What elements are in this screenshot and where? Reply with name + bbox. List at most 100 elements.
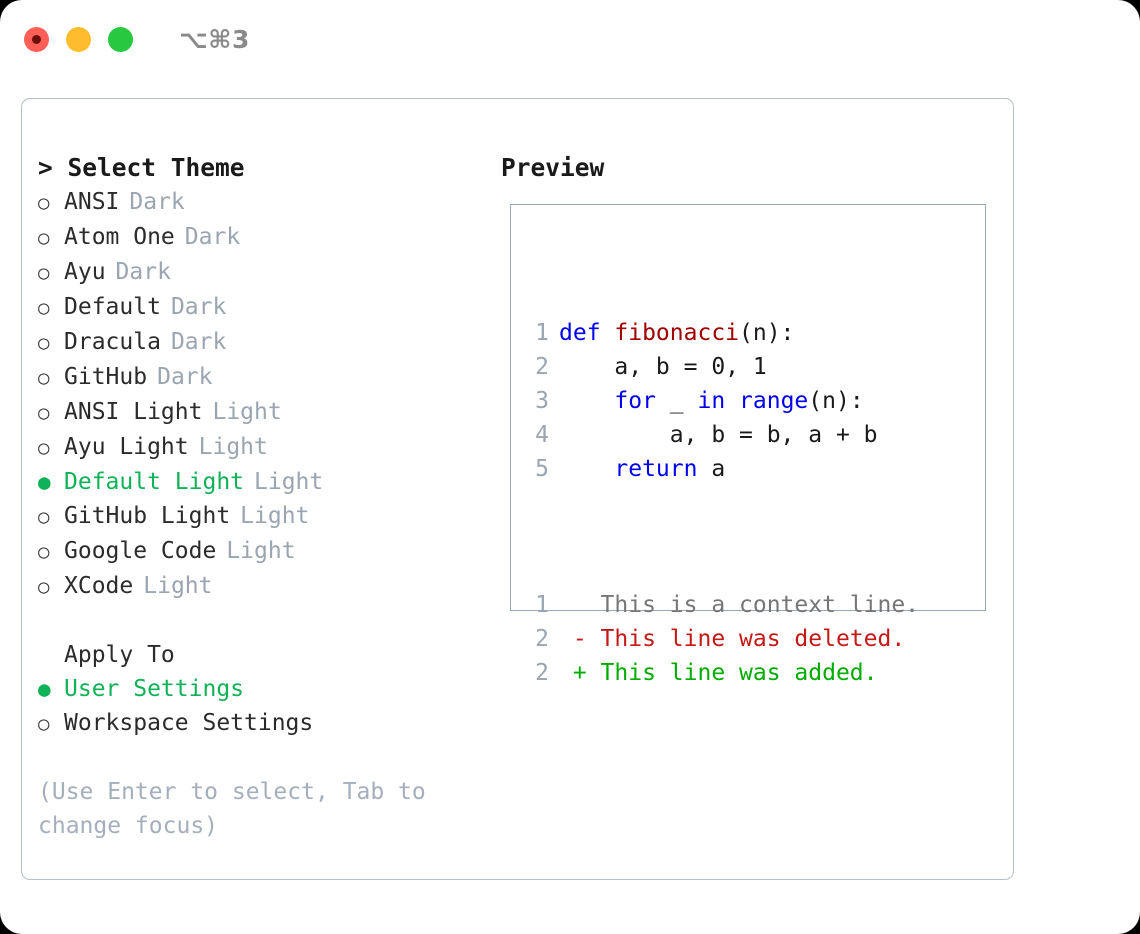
theme-variant-tag: Dark xyxy=(184,224,241,250)
theme-option-label: Atom One xyxy=(64,224,175,250)
code-token-kw: for xyxy=(614,388,656,414)
theme-variant-tag: Light xyxy=(212,399,282,425)
radio-unselected-icon: ○ xyxy=(38,437,50,459)
theme-variant-tag: Light xyxy=(254,469,324,495)
theme-option-label: Google Code xyxy=(64,538,217,564)
select-theme-header: > Select Theme xyxy=(38,153,245,182)
preview-header: Preview xyxy=(501,153,605,182)
theme-option-10[interactable]: ○ Google Code Light xyxy=(38,534,498,569)
radio-unselected-icon: ○ xyxy=(38,192,50,214)
code-line-2: 3 for _ in range(n): xyxy=(523,384,919,418)
diff-line-1: 2 - This line was deleted. xyxy=(523,622,919,656)
theme-variant-tag: Light xyxy=(226,538,296,564)
code-token-kw: def xyxy=(559,320,615,346)
code-line-1: 2 a, b = 0, 1 xyxy=(523,350,919,384)
theme-variant-tag: Dark xyxy=(170,294,227,320)
theme-option-1[interactable]: ○ Atom One Dark xyxy=(38,220,498,255)
line-number: 2 xyxy=(535,660,549,686)
theme-option-label: GitHub xyxy=(64,364,148,390)
radio-unselected-icon: ○ xyxy=(38,541,50,563)
keyboard-shortcut-label: ⌥⌘3 xyxy=(179,24,250,54)
line-number: 3 xyxy=(535,388,549,414)
theme-variant-tag: Light xyxy=(143,573,213,599)
code-token-add: + This line was added. xyxy=(559,660,878,686)
theme-variant-tag: Dark xyxy=(170,329,227,355)
code-line-3: 4 a, b = b, a + b xyxy=(523,418,919,452)
line-number: 4 xyxy=(535,422,549,448)
code-token-plain: a xyxy=(697,456,726,482)
code-token-plain xyxy=(559,388,614,414)
code-token-plain: a, b = b, a + b xyxy=(559,422,878,448)
code-token-plain: (n): xyxy=(739,320,795,346)
traffic-light-group xyxy=(24,26,133,52)
radio-selected-icon: ● xyxy=(38,470,51,494)
theme-option-label: ANSI Light xyxy=(64,399,203,425)
theme-option-label: GitHub Light xyxy=(64,503,231,529)
code-token-kw: in xyxy=(697,388,726,414)
line-number: 1 xyxy=(535,320,549,346)
code-token-plain: a, b = 0, 1 xyxy=(559,354,767,380)
theme-option-label: XCode xyxy=(64,573,134,599)
code-token-plain xyxy=(559,456,614,482)
apply-to-header: Apply To xyxy=(64,642,175,668)
theme-variant-tag: Light xyxy=(198,434,268,460)
apply-option-1[interactable]: ○Workspace Settings xyxy=(38,706,498,741)
code-line-0: 1 def fibonacci(n): xyxy=(523,316,919,350)
theme-option-label: Dracula xyxy=(64,329,161,355)
theme-option-label: Default Light xyxy=(64,469,245,495)
close-button[interactable] xyxy=(24,26,49,52)
minimize-button[interactable] xyxy=(66,26,91,52)
line-number: 2 xyxy=(535,354,549,380)
radio-selected-icon: ● xyxy=(38,677,51,701)
radio-unselected-icon: ○ xyxy=(38,297,50,319)
theme-variant-tag: Dark xyxy=(115,259,171,285)
diff-line-0: 1 This is a context line. xyxy=(523,588,919,622)
theme-option-label: Default xyxy=(64,294,161,320)
code-token-del: - This line was deleted. xyxy=(559,626,906,652)
apply-option-label: Workspace Settings xyxy=(64,710,314,736)
radio-unselected-icon: ○ xyxy=(38,506,50,528)
code-token-plain xyxy=(725,388,739,414)
theme-option-label: Ayu xyxy=(64,259,106,285)
theme-option-0[interactable]: ○ ANSI Dark xyxy=(38,185,498,220)
apply-to-list[interactable]: ● User Settings ○Workspace Settings xyxy=(38,672,498,741)
theme-option-11[interactable]: ○ XCode Light xyxy=(38,569,498,604)
window-titlebar: ⌥⌘3 xyxy=(0,0,1140,78)
diff-line-2: 2 + This line was added. xyxy=(523,656,919,690)
radio-unselected-icon: ○ xyxy=(38,576,50,598)
theme-variant-tag: Dark xyxy=(129,189,185,215)
radio-unselected-icon: ○ xyxy=(38,227,50,249)
apply-option-label: User Settings xyxy=(64,676,245,702)
maximize-button[interactable] xyxy=(108,26,133,52)
code-line-4: 5 return a xyxy=(523,452,919,486)
theme-option-8[interactable]: ● Default Light Light xyxy=(38,465,498,499)
code-token-fn: fibonacci xyxy=(614,320,740,346)
line-number: 2 xyxy=(535,626,549,652)
theme-option-label: ANSI xyxy=(64,189,120,215)
theme-option-4[interactable]: ○ Dracula Dark xyxy=(38,325,498,360)
theme-variant-tag: Dark xyxy=(157,364,213,390)
keyboard-hint-text: (Use Enter to select, Tab to change focu… xyxy=(38,779,440,839)
theme-option-3[interactable]: ○ Default Dark xyxy=(38,290,498,325)
code-token-kw: return xyxy=(614,456,698,482)
apply-option-0[interactable]: ● User Settings xyxy=(38,672,498,706)
line-number: 5 xyxy=(535,456,549,482)
code-token-ctx: This is a context line. xyxy=(559,592,920,618)
code-token-plain: _ xyxy=(655,388,698,414)
theme-option-5[interactable]: ○ GitHub Dark xyxy=(38,360,498,395)
radio-unselected-icon: ○ xyxy=(38,332,50,354)
code-token-kw: range xyxy=(739,388,809,414)
radio-unselected-icon: ○ xyxy=(38,367,50,389)
